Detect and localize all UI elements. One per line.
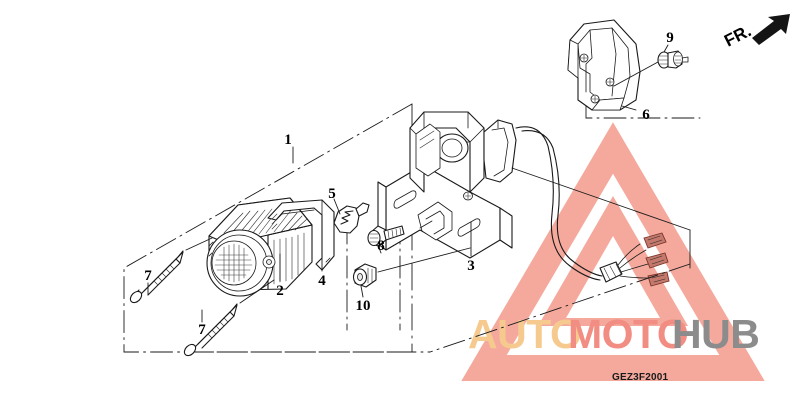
bracket-center-tab bbox=[417, 201, 453, 241]
leader-9 bbox=[663, 44, 669, 53]
wire-harness bbox=[515, 126, 670, 287]
callout-9: 9 bbox=[666, 30, 674, 46]
leader-8 bbox=[377, 244, 382, 254]
callout-7b: 7 bbox=[198, 322, 206, 338]
bracket-slot-right bbox=[457, 218, 481, 237]
pointer-screw-7a bbox=[185, 237, 213, 251]
bulb-base bbox=[355, 202, 370, 217]
watermark-wordmark: AUTO MOTO HUB bbox=[468, 311, 760, 357]
lens-texture bbox=[214, 243, 253, 283]
grommet-hole bbox=[357, 273, 363, 281]
pointer-harness-boundary bbox=[429, 263, 691, 353]
leader-10 bbox=[360, 285, 364, 298]
leader-lines bbox=[147, 44, 691, 353]
bracket-slot-left bbox=[393, 190, 417, 209]
leader-6 bbox=[621, 105, 637, 111]
part-bulb-5 bbox=[333, 202, 370, 234]
pointer-screw-7b bbox=[239, 279, 275, 304]
wire-terminal-1 bbox=[643, 232, 667, 249]
pointer-grommet bbox=[377, 247, 471, 273]
part-flange-bolt-8 bbox=[367, 225, 405, 247]
callout-6: 6 bbox=[642, 107, 650, 123]
part-screw-7b bbox=[183, 303, 238, 357]
callout-7a: 7 bbox=[144, 268, 152, 284]
callout-3: 3 bbox=[467, 258, 475, 274]
part-screw-7a bbox=[129, 250, 184, 304]
cover-screw-head-b bbox=[673, 51, 683, 67]
watermark-word-moto: MOTO bbox=[568, 311, 688, 357]
part-gasket-4 bbox=[267, 199, 335, 271]
bulb-filament bbox=[340, 210, 354, 225]
callout-2: 2 bbox=[276, 283, 284, 299]
callout-labels: 1 2 3 4 5 6 7 7 8 9 10 bbox=[144, 30, 674, 338]
callout-5: 5 bbox=[328, 186, 336, 202]
pointer-harness-top bbox=[511, 167, 691, 231]
part-code-label: GEZ3F2001 bbox=[612, 372, 669, 383]
wire-terminal-2 bbox=[645, 252, 669, 269]
watermark-word-auto: AUTO bbox=[468, 311, 581, 357]
part-cover-screw-9 bbox=[657, 50, 689, 69]
callout-1: 1 bbox=[284, 132, 292, 148]
pointer-cover-screw bbox=[613, 61, 659, 87]
part-grommet-10 bbox=[352, 263, 377, 288]
wire-terminals bbox=[643, 232, 670, 287]
housing-mount-hole bbox=[266, 259, 272, 265]
watermark-word-hub: HUB bbox=[672, 311, 759, 357]
callout-8: 8 bbox=[377, 238, 385, 254]
fr-arrow-icon bbox=[752, 14, 790, 45]
leader-5 bbox=[333, 198, 341, 215]
bracket-socket-hole bbox=[441, 138, 463, 158]
watermark-outer-triangle bbox=[461, 122, 765, 381]
part-cover-6 bbox=[567, 19, 641, 111]
harness-sleeve bbox=[599, 261, 623, 283]
callout-10: 10 bbox=[356, 298, 371, 314]
wire-terminal-3 bbox=[647, 271, 670, 287]
part-bracket-3 bbox=[377, 111, 517, 259]
callout-4: 4 bbox=[318, 273, 326, 289]
